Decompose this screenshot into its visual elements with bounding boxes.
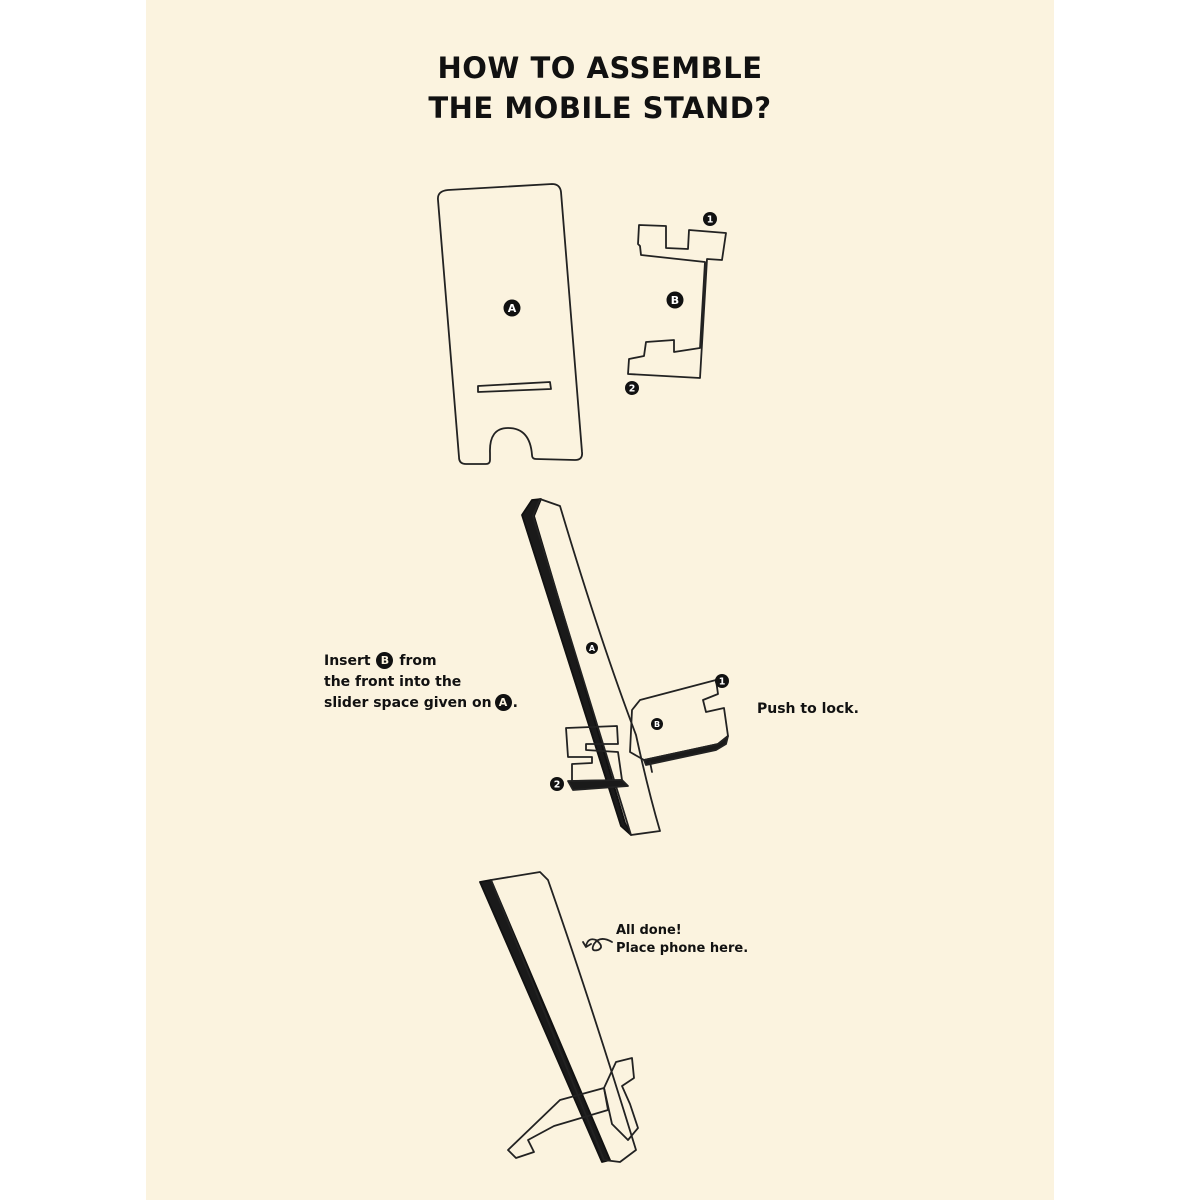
assembly-b-right-piece [629,679,729,761]
label-1-badge: 1 [703,212,717,226]
svg-text:1: 1 [707,215,714,226]
svg-text:A: A [589,644,596,653]
svg-text:2: 2 [554,780,561,791]
title-line-1: HOW TO ASSEMBLE [437,51,763,85]
done-line-1: All done! [616,923,682,938]
done-line-2: Place phone here. [616,941,749,956]
finished-base-right [603,1057,639,1141]
label-b-badge: B [666,291,684,309]
label-a-badge: A [503,299,521,317]
title-line-2: THE MOBILE STAND? [428,91,772,125]
assembly-label-a-badge: A [586,642,598,654]
assembly-label-b-badge: B [651,718,663,730]
arrow-head [582,941,592,948]
page-title: HOW TO ASSEMBLE THE MOBILE STAND? [0,48,1200,128]
svg-text:B: B [654,720,660,729]
assembly-b-left-tab-side [567,779,629,791]
arrow-squiggle [585,938,613,952]
done-instruction: All done! Place phone here. [616,922,748,958]
part-a-slot [477,381,552,393]
part-a-outline [437,183,584,465]
insert-line-1: Insert B from [324,652,437,669]
inline-b-badge: B [376,652,394,669]
svg-text:1: 1 [719,677,726,688]
push-instruction: Push to lock. [757,701,859,717]
finished-base-left [507,1087,609,1159]
instruction-sheet [146,0,1054,1200]
assembly-label-2-badge: 2 [550,777,564,791]
insert-instruction: Insert B from the front into the slider … [324,651,518,714]
finished-panel-side [479,879,611,1163]
assembly-panel-a-side [521,498,632,836]
assembly-b-right-side [643,735,729,766]
label-2-badge: 2 [625,381,639,395]
svg-text:B: B [671,294,679,307]
insert-line-2: the front into the [324,674,462,690]
finished-panel-front [490,871,637,1163]
svg-text:2: 2 [629,384,636,395]
motion-line [649,761,653,773]
inline-a-badge: A [494,694,512,711]
assembly-label-1-badge: 1 [715,674,729,688]
part-b-outline [627,224,727,379]
svg-text:A: A [508,302,517,315]
